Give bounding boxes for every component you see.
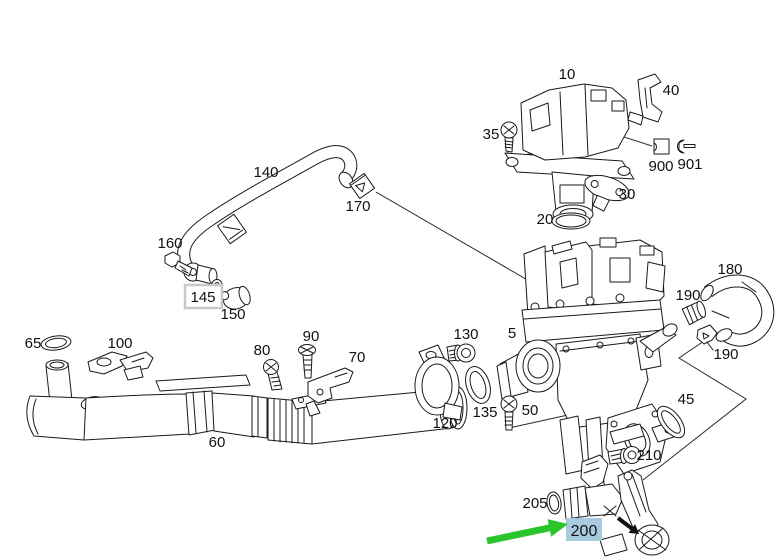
label-190-upper[interactable]: 190 <box>675 287 700 304</box>
label-30[interactable]: 30 <box>619 186 636 203</box>
part-901-plug-drawing <box>677 139 696 154</box>
part-30-gasket-drawing <box>584 174 630 212</box>
part-65-gasket-drawing <box>40 335 72 351</box>
part-135-gasket-drawing <box>465 366 491 404</box>
label-10[interactable]: 10 <box>559 66 576 83</box>
label-5[interactable]: 5 <box>508 325 516 342</box>
direction-arrow-icon <box>616 516 639 534</box>
label-205[interactable]: 205 <box>522 495 547 512</box>
label-50[interactable]: 50 <box>522 402 539 419</box>
part-40-bracket-drawing <box>627 73 663 126</box>
label-135[interactable]: 135 <box>472 404 497 421</box>
label-45[interactable]: 45 <box>678 391 695 408</box>
label-180[interactable]: 180 <box>717 261 742 278</box>
part-100-bracket-drawing <box>87 351 154 381</box>
label-900[interactable]: 900 <box>648 158 673 175</box>
part-5-mixer-housing-drawing <box>496 237 684 504</box>
label-90[interactable]: 90 <box>303 328 320 345</box>
label-901[interactable]: 901 <box>677 156 702 173</box>
part-210-bolt-drawing <box>607 446 641 465</box>
part-200-bracket-drawing <box>562 454 670 557</box>
label-100[interactable]: 100 <box>107 335 132 352</box>
part-45-gasket-drawing <box>656 405 686 439</box>
label-190-lower[interactable]: 190 <box>713 346 738 363</box>
part-80-screw-drawing <box>263 359 283 391</box>
label-170[interactable]: 170 <box>345 198 370 215</box>
label-40[interactable]: 40 <box>663 82 680 99</box>
label-145[interactable]: 145 <box>190 289 215 306</box>
highlight-box-200[interactable] <box>566 518 602 541</box>
label-65[interactable]: 65 <box>25 335 42 352</box>
label-70[interactable]: 70 <box>349 349 366 366</box>
label-80[interactable]: 80 <box>254 342 271 359</box>
label-130[interactable]: 130 <box>453 326 478 343</box>
part-60-front-pipe-drawing <box>26 359 468 445</box>
part-120-clamp-drawing <box>414 344 463 421</box>
label-150[interactable]: 150 <box>220 306 245 323</box>
part-20-seal-ring-drawing <box>551 212 591 230</box>
part-180-hose-drawing <box>700 274 775 347</box>
label-200-highlighted[interactable]: 200 <box>571 523 598 540</box>
part-50-screw-drawing <box>500 395 518 431</box>
part-90-screw-drawing <box>298 344 316 379</box>
callout-box-145 <box>183 283 224 310</box>
label-35[interactable]: 35 <box>483 126 500 143</box>
part-130-bolt-drawing <box>446 343 476 363</box>
part-190-upper-clamp-drawing <box>681 300 706 326</box>
selection-arrow-icon <box>486 519 568 545</box>
label-20[interactable]: 20 <box>537 211 554 228</box>
label-60[interactable]: 60 <box>209 434 226 451</box>
label-120[interactable]: 120 <box>432 415 457 432</box>
part-205-seal-drawing <box>546 491 562 515</box>
part-70-bracket-drawing <box>305 367 354 417</box>
part-190-lower-clamp-drawing <box>696 324 718 351</box>
part-140-hose-drawing <box>177 145 358 285</box>
part-900-connector-drawing <box>653 138 670 155</box>
part-170-clamp-drawing <box>348 172 376 200</box>
part-160-bolt-drawing <box>164 251 193 277</box>
part-35-screw-drawing <box>500 121 518 153</box>
label-140[interactable]: 140 <box>253 164 278 181</box>
label-160[interactable]: 160 <box>157 235 182 252</box>
label-210[interactable]: 210 <box>636 447 661 464</box>
part-10-egr-valve-drawing <box>504 83 635 224</box>
part-labels: 10 40 35 900 901 30 20 140 170 160 145 1… <box>25 66 743 540</box>
